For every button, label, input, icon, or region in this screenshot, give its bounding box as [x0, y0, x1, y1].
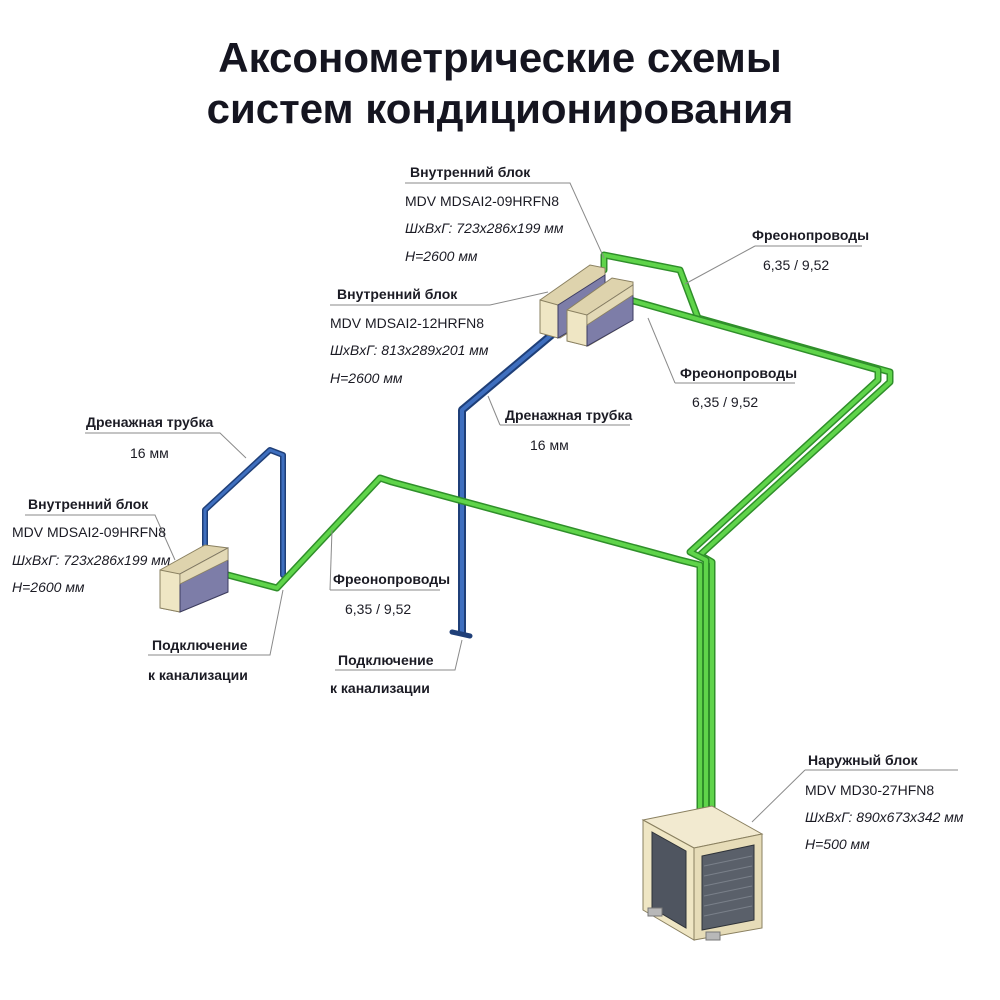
indoor-top-dims: ШxВxГ: 723x286x199 мм [405, 220, 564, 236]
indoor-top-heading: Внутренний блок [410, 164, 531, 180]
label-freon-left: Фреонопроводы 6,35 / 9,52 [333, 571, 450, 617]
sewer-mid-line1: Подключение [338, 652, 434, 668]
freon-pipe-left-run [186, 474, 704, 819]
label-sewer-left: Подключение к канализации [148, 637, 248, 683]
label-indoor-mid: Внутренний блок MDV MDSAI2-12HRFN8 ШxВxГ… [330, 286, 489, 386]
label-drain-mid: Дренажная трубка 16 мм [505, 407, 632, 453]
indoor-left-height: H=2600 мм [12, 579, 85, 595]
label-indoor-left: Внутренний блок MDV MDSAI2-09HRFN8 ШxВxГ… [12, 496, 171, 595]
label-freon-right: Фреонопроводы 6,35 / 9,52 [680, 365, 797, 410]
freon-top-heading: Фреонопроводы [752, 227, 869, 243]
freon-pipe-top-run [600, 251, 894, 819]
label-freon-top: Фреонопроводы 6,35 / 9,52 [752, 227, 869, 273]
indoor-unit-top [566, 277, 634, 347]
label-outdoor: Наружный блок MDV MD30-27HFN8 ШxВxГ: 890… [805, 752, 964, 852]
outdoor-model: MDV MD30-27HFN8 [805, 782, 934, 798]
indoor-left-heading: Внутренний блок [28, 496, 149, 512]
sewer-left-line2: к канализации [148, 667, 248, 683]
leader-lines [25, 182, 958, 823]
sewer-mid-line2: к канализации [330, 680, 430, 696]
title-line-1: Аксонометрические схемы [218, 34, 781, 81]
indoor-top-height: H=2600 мм [405, 248, 478, 264]
indoor-left-model: MDV MDSAI2-09HRFN8 [12, 524, 166, 540]
label-sewer-mid: Подключение к канализации [330, 652, 434, 696]
outdoor-height: H=500 мм [805, 836, 870, 852]
freon-top-value: 6,35 / 9,52 [763, 257, 829, 273]
outdoor-unit [641, 805, 764, 941]
label-indoor-top: Внутренний блок MDV MDSAI2-09HRFN8 ШxВxГ… [405, 164, 564, 264]
drain-pipe-mid [449, 328, 559, 639]
freon-right-value: 6,35 / 9,52 [692, 394, 758, 410]
drain-pipe-left [202, 447, 286, 578]
sewer-left-line1: Подключение [152, 637, 248, 653]
indoor-top-model: MDV MDSAI2-09HRFN8 [405, 193, 559, 209]
indoor-mid-dims: ШxВxГ: 813x289x201 мм [330, 342, 489, 358]
drain-left-heading: Дренажная трубка [86, 414, 213, 430]
freon-left-value: 6,35 / 9,52 [345, 601, 411, 617]
drain-left-value: 16 мм [130, 445, 169, 461]
indoor-mid-height: H=2600 мм [330, 370, 403, 386]
indoor-mid-model: MDV MDSAI2-12HRFN8 [330, 315, 484, 331]
outdoor-heading: Наружный блок [808, 752, 919, 768]
drain-mid-heading: Дренажная трубка [505, 407, 632, 423]
outdoor-dims: ШxВxГ: 890x673x342 мм [805, 809, 964, 825]
freon-right-heading: Фреонопроводы [680, 365, 797, 381]
freon-left-heading: Фреонопроводы [333, 571, 450, 587]
indoor-mid-heading: Внутренний блок [337, 286, 458, 302]
label-drain-left: Дренажная трубка 16 мм [86, 414, 213, 461]
title-line-2: систем кондиционирования [207, 85, 794, 132]
indoor-left-dims: ШxВxГ: 723x286x199 мм [12, 552, 171, 568]
indoor-unit-left [159, 544, 229, 613]
drain-mid-value: 16 мм [530, 437, 569, 453]
